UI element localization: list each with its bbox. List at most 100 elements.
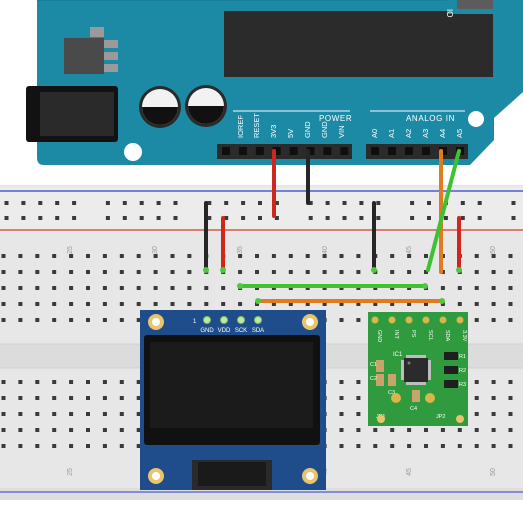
rail-hole (359, 201, 364, 205)
terminal-hole (339, 270, 344, 274)
terminal-hole (1, 302, 6, 306)
sensor-mount-hole (456, 415, 464, 423)
label-ic1: IC1 (393, 352, 403, 358)
rail-hole (460, 216, 465, 220)
label-c2: C2 (370, 376, 377, 382)
wire-end (439, 298, 445, 304)
rail-hole (139, 201, 144, 205)
terminal-hole (86, 380, 90, 384)
terminal-hole (136, 254, 141, 258)
header-socket (289, 147, 298, 155)
rail-hole (477, 201, 482, 205)
terminal-hole (390, 428, 395, 432)
rail-hole (274, 201, 279, 205)
wire-end (220, 267, 226, 273)
sensor-ic (404, 358, 428, 382)
terminal-hole (170, 286, 175, 290)
pin-label-reset: RESET (252, 113, 261, 138)
column-number: 40 (322, 246, 329, 254)
oled-display-module: 1 GND VDD SCK SDA (140, 310, 326, 490)
terminal-hole (508, 286, 513, 290)
terminal-hole (508, 380, 513, 384)
oled-label-vdd: VDD (218, 328, 231, 334)
terminal-hole (339, 396, 344, 400)
analog-header (366, 144, 468, 159)
terminal-hole (86, 444, 90, 448)
oled-pin-sck (237, 316, 245, 324)
pin-label-a5: A5 (455, 129, 464, 138)
sensor-label-int: INT (393, 330, 399, 340)
terminal-hole (271, 270, 276, 274)
wire-a5-green (426, 149, 461, 272)
wire-end (203, 267, 209, 273)
rail-hole (342, 216, 347, 220)
rail-hole (410, 201, 415, 205)
terminal-hole (1, 286, 6, 290)
pin-label-gnd-1: GND (303, 121, 312, 138)
terminal-hole (86, 428, 90, 432)
terminal-hole (170, 254, 175, 258)
column-number: 45 (406, 468, 413, 476)
terminal-hole (221, 302, 226, 306)
terminal-hole (288, 270, 293, 274)
wire-end (371, 267, 377, 273)
terminal-hole (69, 270, 74, 274)
terminal-hole (18, 254, 23, 258)
column-number: 25 (67, 246, 74, 254)
terminal-hole (86, 254, 90, 258)
terminal-hole (102, 412, 107, 416)
terminal-hole (238, 302, 243, 306)
terminal-hole (136, 286, 141, 290)
icsp-header (457, 0, 493, 9)
terminal-hole (322, 270, 327, 274)
terminal-hole (187, 254, 192, 258)
terminal-hole (255, 270, 259, 274)
terminal-hole (102, 254, 107, 258)
terminal-hole (18, 286, 23, 290)
terminal-hole (86, 412, 90, 416)
sensor-mount-hole (377, 415, 385, 423)
terminal-hole (271, 302, 276, 306)
terminal-hole (474, 412, 479, 416)
wire-end (255, 298, 261, 304)
sensor-pad (371, 316, 379, 324)
terminal-hole (153, 302, 158, 306)
terminal-hole (339, 428, 344, 432)
terminal-hole (508, 396, 513, 400)
terminal-hole (508, 318, 513, 322)
terminal-hole (221, 286, 226, 290)
terminal-hole (153, 270, 158, 274)
analog-header-label: ANALOG IN (406, 114, 455, 123)
rail-hole (427, 201, 431, 205)
terminal-hole (52, 286, 57, 290)
terminal-hole (491, 396, 496, 400)
sensor-label-scl: SCL (427, 330, 433, 341)
header-socket (323, 147, 332, 155)
capacitor-c2 (376, 374, 384, 386)
terminal-hole (69, 286, 74, 290)
wire-end-dots (203, 267, 462, 304)
rail-hole (72, 201, 77, 205)
terminal-hole (440, 444, 445, 448)
terminal-hole (52, 254, 57, 258)
label-r2: R2 (459, 368, 466, 374)
oled-label-gnd: GND (200, 328, 214, 334)
terminal-hole (491, 412, 496, 416)
header-socket (340, 147, 349, 155)
rail-hole (173, 201, 178, 205)
pin-label-ioref: IOREF (236, 115, 245, 138)
rail-hole (325, 216, 330, 220)
rail-hole (274, 216, 279, 220)
rail-hole (443, 216, 448, 220)
terminal-hole (52, 302, 57, 306)
label-c1: C1 (370, 362, 377, 368)
terminal-hole (187, 286, 192, 290)
terminal-hole (170, 302, 175, 306)
terminal-hole (424, 270, 428, 274)
terminal-hole (69, 380, 74, 384)
terminal-hole (508, 412, 513, 416)
terminal-hole (339, 380, 344, 384)
terminal-hole (356, 428, 361, 432)
terminal-hole (424, 428, 428, 432)
